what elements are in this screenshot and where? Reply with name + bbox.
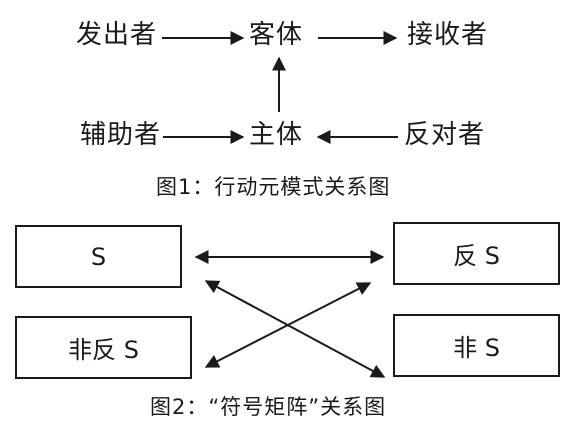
- node-helper: 辅助者: [80, 120, 162, 150]
- box-non-s-label: 非 S: [453, 334, 500, 362]
- node-sender: 发出者: [76, 20, 158, 50]
- box-non-s: 非 S: [393, 314, 560, 377]
- box-anti-s: 反 S: [393, 222, 560, 285]
- node-subject: 主体: [249, 120, 304, 150]
- arrow-s-to-non-s: [204, 280, 386, 378]
- box-anti-s-label: 反 S: [453, 242, 500, 270]
- figure2-caption: 图2：“符号矩阵”关系图: [150, 395, 387, 419]
- figure1-caption: 图1：行动元模式关系图: [156, 175, 391, 199]
- node-opponent: 反对者: [404, 120, 486, 150]
- node-receiver: 接收者: [407, 20, 489, 50]
- box-non-anti-s: 非反 S: [15, 316, 192, 379]
- box-s: S: [15, 225, 182, 288]
- node-object: 客体: [249, 20, 304, 50]
- box-s-label: S: [90, 242, 107, 271]
- box-non-anti-s-label: 非反 S: [68, 336, 139, 364]
